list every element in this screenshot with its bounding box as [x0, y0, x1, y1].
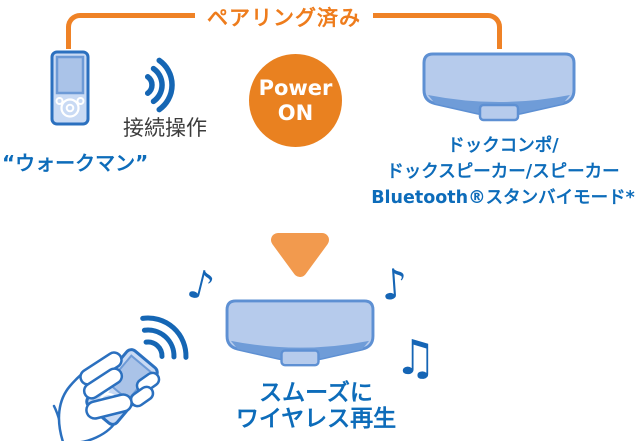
walkman-icon — [50, 50, 90, 126]
power-on-badge: Power ON — [249, 54, 342, 147]
power-on-line2: ON — [277, 100, 314, 125]
playback-label-line2: ワイヤレス再生 — [235, 406, 397, 432]
hand-holding-walkman-icon — [52, 315, 189, 441]
power-on-line1: Power — [258, 75, 333, 100]
music-note-icon: ♪ — [379, 259, 410, 310]
connection-label: 接続操作 — [123, 116, 207, 140]
dock-label: ドックコンポ/ ドックスピーカー/スピーカー Bluetooth®スタンバイモー… — [368, 133, 638, 211]
dock-label-line3: Bluetooth®スタンバイモード* — [371, 188, 635, 208]
dock-speaker-icon — [422, 52, 576, 126]
wireless-wave-icon — [140, 315, 189, 360]
down-arrow-icon — [271, 233, 329, 277]
pairing-status-label: ペアリング済み — [195, 2, 373, 32]
music-notes-pair-icon: ♫ — [394, 330, 438, 386]
walkman-label: “ウォークマン” — [2, 151, 149, 175]
dock-label-line2: ドックスピーカー/スピーカー — [386, 162, 620, 182]
wireless-wave-icon — [144, 57, 175, 113]
dock-speaker-playing-icon — [224, 299, 376, 371]
dock-label-line1: ドックコンポ/ — [447, 136, 559, 156]
pairing-bracket: ペアリング済み — [66, 2, 502, 49]
playback-label: スムーズに ワイヤレス再生 — [216, 380, 416, 432]
playback-label-line1: スムーズに — [259, 380, 373, 406]
